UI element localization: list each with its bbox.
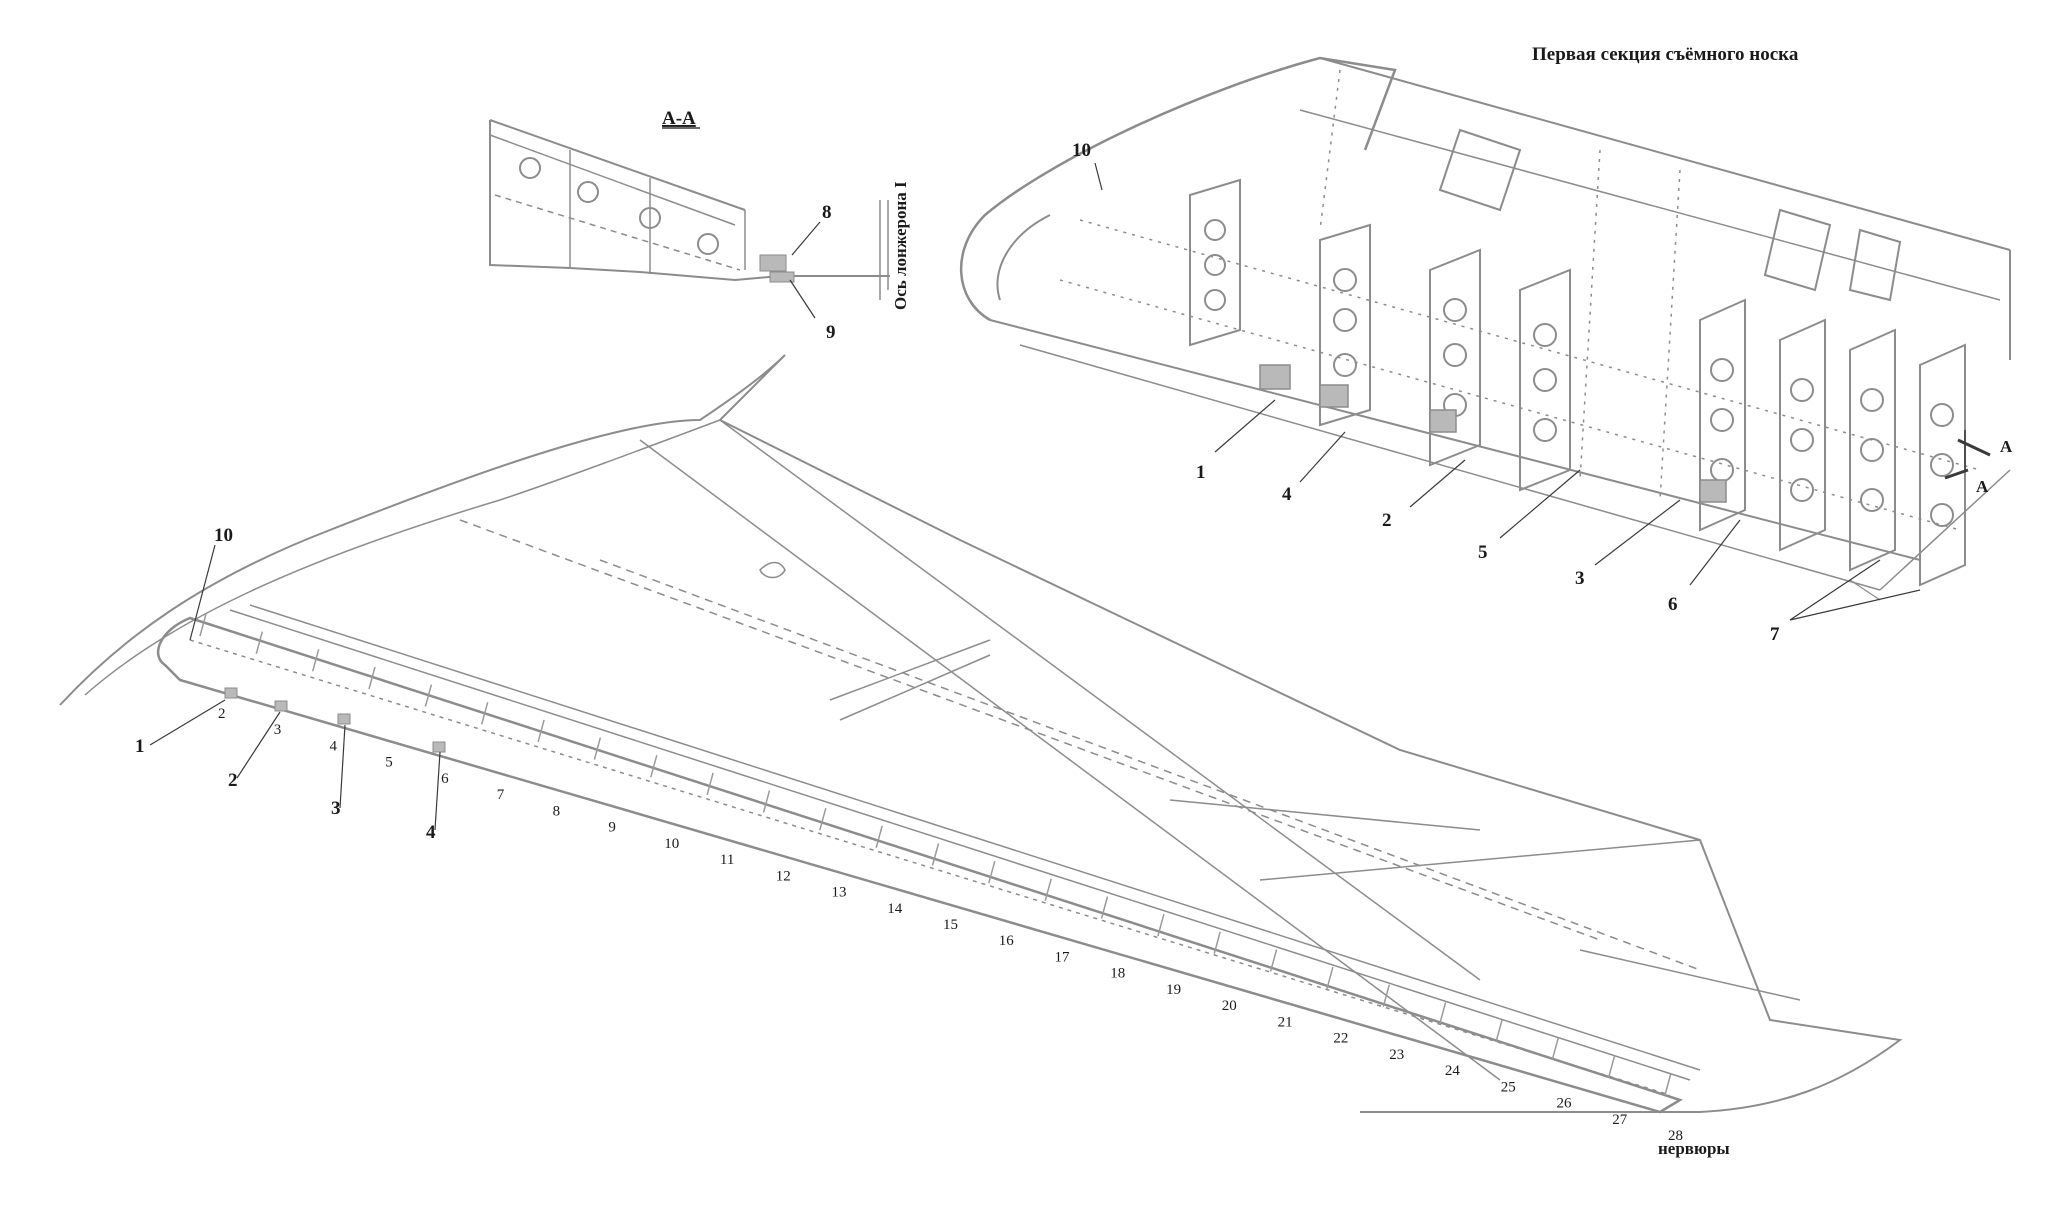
detail-section-mark-a-lower: А: [1976, 477, 1989, 496]
rib-number-4: 4: [330, 739, 338, 755]
rib-number-15: 15: [943, 917, 958, 933]
wing-callout-10: 10: [214, 525, 233, 546]
rib-number-5: 5: [385, 755, 393, 771]
rib-line-10: [650, 755, 658, 778]
rib-number-10: 10: [664, 836, 679, 852]
rib-line-15: [931, 843, 940, 866]
rib-number-8: 8: [553, 803, 561, 819]
rib-number-22: 22: [1333, 1031, 1348, 1047]
rib-line-5: [368, 666, 376, 690]
rib-line-27: [1607, 1055, 1616, 1078]
rib-number-12: 12: [776, 868, 791, 884]
rib-number-19: 19: [1166, 982, 1181, 998]
main-wing: 10 1 2 3 4 23456789101112131415161718192…: [59, 354, 1903, 1158]
rib-number-28: 28: [1668, 1128, 1683, 1144]
rib-number-26: 26: [1557, 1096, 1573, 1112]
rib-line-9: [593, 737, 602, 760]
rib-line-21: [1269, 949, 1278, 972]
rib-line-6: [424, 684, 433, 707]
rib-number-17: 17: [1055, 950, 1071, 966]
rib-number-21: 21: [1278, 1014, 1293, 1030]
detail-section-mark-a-upper: А: [2000, 437, 2013, 456]
rib-number-20: 20: [1222, 998, 1237, 1014]
rib-line-23: [1382, 984, 1391, 1007]
rib-line-28: [1664, 1072, 1672, 1096]
rib-line-11: [706, 772, 714, 796]
section-callout-9: 9: [826, 322, 836, 343]
detail-callout-6: 6: [1668, 594, 1678, 615]
rib-line-13: [819, 808, 827, 831]
detail-callout-4: 4: [1282, 484, 1292, 505]
rib-number-23: 23: [1389, 1047, 1404, 1063]
rib-number-7: 7: [497, 787, 505, 803]
rib-line-17: [1044, 878, 1052, 901]
wing-callout-1: 1: [135, 736, 145, 757]
rib-line-18: [1100, 896, 1109, 919]
rib-line-19: [1157, 913, 1165, 937]
rib-line-4: [311, 649, 320, 672]
rib-number-24: 24: [1445, 1063, 1461, 1079]
rib-line-16: [988, 861, 996, 884]
detail-callout-10: 10: [1072, 140, 1091, 161]
section-a-a: А-А 8 9 Ось лонжерона I: [489, 108, 910, 343]
rib-number-6: 6: [441, 771, 449, 787]
rib-number-25: 25: [1501, 1079, 1516, 1095]
spar-axis-label: Ось лонжерона I: [891, 181, 910, 310]
rib-number-3: 3: [274, 722, 282, 738]
wing-callout-2: 2: [228, 770, 238, 791]
rib-line-7: [480, 702, 489, 725]
detail-callout-7: 7: [1770, 624, 1780, 645]
rib-caption: нервюры: [1658, 1139, 1730, 1158]
wing-callout-3: 3: [331, 798, 341, 819]
rib-line-20: [1213, 931, 1221, 954]
rib-number-11: 11: [720, 852, 734, 868]
rib-line-25: [1495, 1019, 1503, 1043]
rib-line-3: [255, 631, 264, 654]
rib-line-14: [875, 825, 883, 848]
detail-callout-5: 5: [1478, 542, 1488, 563]
rib-line-22: [1326, 966, 1334, 990]
detail-callout-2: 2: [1382, 510, 1392, 531]
rib-number-2: 2: [218, 706, 226, 722]
rib-number-9: 9: [608, 820, 616, 836]
rib-number-13: 13: [832, 885, 847, 901]
rib-number-27: 27: [1612, 1112, 1628, 1128]
section-callout-8: 8: [822, 202, 832, 223]
detail-callout-1: 1: [1196, 462, 1206, 483]
rib-line-26: [1551, 1037, 1560, 1060]
rib-line-24: [1438, 1002, 1447, 1025]
detail-view-title: Первая секция съёмного носка: [1532, 44, 1799, 65]
rib-number-labels: 2345678910111213141516171819202122232425…: [218, 706, 1683, 1144]
section-a-a-title: А-А: [662, 108, 696, 129]
detail-view: Первая секция съёмного носка: [960, 44, 2013, 645]
rib-line-8: [537, 719, 545, 743]
rib-number-16: 16: [999, 933, 1015, 949]
rib-ticks: [199, 613, 1672, 1096]
rib-line-12: [762, 790, 771, 813]
rib-number-14: 14: [887, 901, 903, 917]
rib-line-2: [199, 613, 207, 637]
rib-number-18: 18: [1110, 966, 1125, 982]
detail-callout-3: 3: [1575, 568, 1585, 589]
wing-callout-4: 4: [426, 822, 436, 843]
